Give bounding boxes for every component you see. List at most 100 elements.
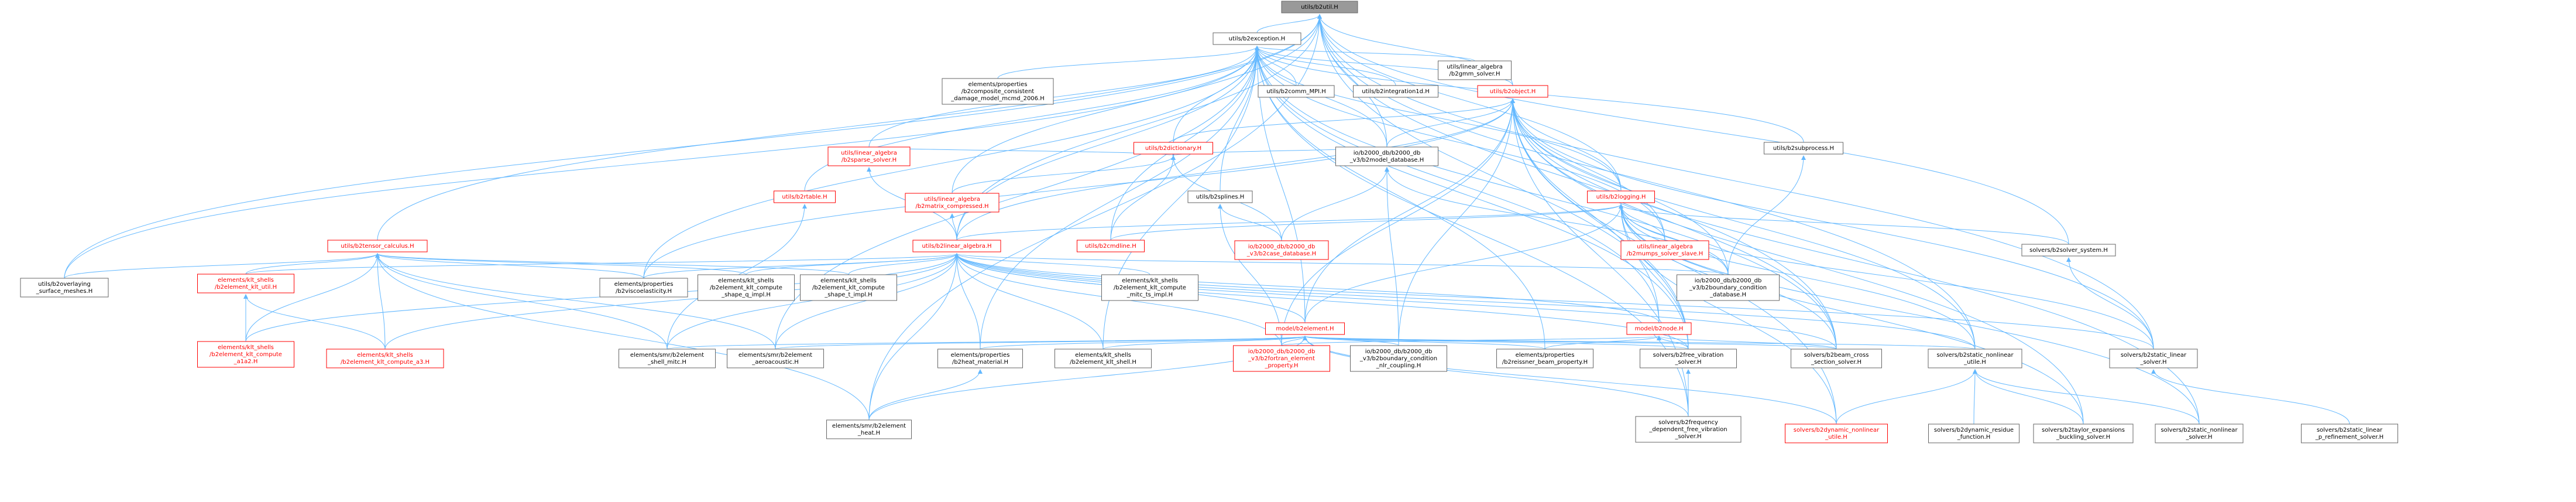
graph-node[interactable]: solvers/b2static_linear_p_refinement_sol… (2301, 424, 2398, 443)
graph-node[interactable]: utils/b2integration1d.H (1353, 85, 1438, 98)
node-label[interactable]: utils/b2object.H (1490, 88, 1536, 95)
node-label[interactable]: _v3/b2boundary_condition (1689, 285, 1767, 291)
node-label[interactable]: utils/b2splines.H (1196, 194, 1245, 200)
node-label[interactable]: utils/linear_algebra (1637, 244, 1693, 250)
node-label[interactable]: _mitc_ts_impl.H (1126, 292, 1173, 298)
graph-node[interactable]: elements/klt_shells/b2element_klt_comput… (800, 274, 897, 301)
node-box[interactable] (20, 278, 109, 298)
graph-node[interactable]: elements/klt_shells/b2element_klt_util.H (197, 274, 294, 293)
node-box[interactable] (826, 419, 912, 439)
node-label[interactable]: /b2element_klt_compute (1114, 285, 1186, 291)
node-label[interactable]: _heat.H (857, 430, 880, 436)
node-label[interactable]: solvers/b2taylor_expansions (2042, 427, 2125, 433)
node-label[interactable]: utils/b2logging.H (1596, 194, 1646, 200)
graph-node[interactable]: solvers/b2free_vibration_solver.H (1640, 349, 1737, 368)
node-label[interactable]: /b2heat_material.H (952, 359, 1008, 366)
node-box[interactable] (800, 274, 897, 301)
graph-node[interactable]: io/b2000_db/b2000_db_v3/b2fortran_elemen… (1233, 345, 1330, 372)
node-box[interactable] (326, 349, 444, 368)
node-label[interactable]: utils/b2linear_algebra.H (922, 243, 991, 250)
node-label[interactable]: io/b2000_db/b2000_db (1365, 349, 1433, 355)
node-box[interactable] (1635, 416, 1742, 443)
node-box[interactable] (827, 146, 911, 166)
node-box[interactable] (1134, 142, 1213, 155)
graph-node[interactable]: utils/b2exception.H (1213, 32, 1301, 45)
graph-node[interactable]: solvers/b2solver_system.H (2021, 244, 2116, 257)
node-box[interactable] (2033, 424, 2134, 443)
node-box[interactable] (774, 190, 836, 203)
graph-node[interactable]: utils/b2util.H (1281, 1, 1358, 13)
node-box[interactable] (1764, 142, 1843, 155)
node-label[interactable]: elements/klt_shells (718, 278, 774, 284)
node-box[interactable] (1438, 60, 1512, 80)
node-label[interactable]: solvers/b2static_linear (2317, 427, 2383, 433)
graph-node[interactable]: utils/linear_algebra/b2gmm_solver.H (1438, 60, 1512, 80)
node-label[interactable]: _utile.H (1825, 434, 1847, 440)
node-label[interactable]: /b2viscoelasticity.H (616, 288, 672, 295)
node-label[interactable]: elements/properties (968, 81, 1028, 88)
node-label[interactable]: solvers/b2solver_system.H (2029, 247, 2108, 254)
node-label[interactable]: /b2reissner_beam_property.H (1502, 359, 1588, 366)
node-label[interactable]: _solver.H (2185, 434, 2212, 440)
node-label[interactable]: elements/properties (1516, 352, 1575, 358)
node-box[interactable] (1258, 85, 1335, 98)
node-label[interactable]: elements/properties (951, 352, 1010, 358)
node-box[interactable] (1233, 345, 1330, 372)
node-label[interactable]: solvers/b2beam_cross (1804, 352, 1869, 358)
graph-node[interactable]: model/b2node.H (1626, 322, 1692, 335)
graph-node[interactable]: io/b2000_db/b2000_db_v3/b2boundary_condi… (1677, 274, 1780, 301)
node-label[interactable]: elements/klt_shells (820, 278, 877, 284)
node-label[interactable]: solvers/b2static_linear (2121, 352, 2187, 358)
node-label[interactable]: /b2mumps_solver_slave.H (1627, 251, 1703, 257)
node-label[interactable]: elements/smr/b2element (739, 352, 812, 358)
node-label[interactable]: io/b2000_db/b2000_db (1248, 349, 1316, 355)
node-label[interactable]: _v3/b2case_database.H (1246, 251, 1316, 257)
graph-node[interactable]: solvers/b2dynamic_nonlinear_utile.H (1785, 424, 1888, 443)
node-label[interactable]: model/b2node.H (1635, 326, 1684, 332)
node-box[interactable] (1928, 424, 2019, 443)
node-label[interactable]: /b2composite_consistent (961, 88, 1035, 95)
node-label[interactable]: solvers/b2frequency (1658, 419, 1718, 426)
node-label[interactable]: io/b2000_db/b2000_db (1695, 278, 1762, 284)
graph-node[interactable]: solvers/b2static_nonlinear_utile.H (1928, 349, 2022, 368)
node-label[interactable]: _solver.H (2139, 359, 2166, 366)
node-label[interactable]: elements/klt_shells (218, 277, 274, 284)
node-box[interactable] (1213, 32, 1301, 45)
node-box[interactable] (197, 274, 294, 293)
node-label[interactable]: io/b2000_db/b2000_db (1248, 244, 1316, 250)
node-label[interactable]: _shape_q_impl.H (721, 292, 771, 298)
node-label[interactable]: solvers/b2dynamic_residue (1934, 427, 2014, 433)
node-label[interactable]: _a1a2.H (233, 358, 258, 365)
node-label[interactable]: solvers/b2free_vibration (1653, 352, 1724, 358)
node-label[interactable]: _shell_mitc.H (647, 359, 686, 366)
node-label[interactable]: elements/smr/b2element (832, 423, 906, 429)
node-label[interactable]: _v3/b2boundary_condition (1359, 356, 1437, 362)
node-label[interactable]: io/b2000_db/b2000_db (1354, 150, 1421, 156)
node-label[interactable]: _database.H (1709, 292, 1746, 298)
graph-node[interactable]: utils/b2object.H (1477, 85, 1548, 98)
node-box[interactable] (1477, 85, 1548, 98)
node-label[interactable]: /b2element_klt_util.H (215, 284, 277, 291)
node-box[interactable] (1620, 240, 1709, 260)
node-label[interactable]: /b2element_klt_compute (710, 285, 782, 291)
graph-node[interactable]: utils/b2comm_MPI.H (1258, 85, 1335, 98)
graph-node[interactable]: utils/b2overlaying_surface_meshes.H (20, 278, 109, 298)
node-label[interactable]: _nlr_coupling.H (1376, 363, 1421, 369)
graph-node[interactable]: elements/properties/b2viscoelasticity.H (599, 278, 688, 298)
node-box[interactable] (1785, 424, 1888, 443)
graph-node[interactable]: model/b2element.H (1265, 322, 1345, 335)
node-box[interactable] (1350, 345, 1447, 372)
graph-node[interactable]: solvers/b2frequency_dependent_free_vibra… (1635, 416, 1742, 443)
graph-node[interactable]: utils/linear_algebra/b2matrix_compressed… (905, 193, 1000, 213)
node-box[interactable] (1791, 349, 1882, 368)
node-box[interactable] (1265, 322, 1345, 335)
node-label[interactable]: elements/klt_shells (1075, 352, 1131, 358)
graph-node[interactable]: utils/b2splines.H (1187, 190, 1253, 203)
node-label[interactable]: utils/b2tensor_calculus.H (341, 243, 414, 250)
node-label[interactable]: utils/linear_algebra (924, 196, 980, 203)
node-box[interactable] (1640, 349, 1737, 368)
node-box[interactable] (599, 278, 688, 298)
node-label[interactable]: /b2element_klt_compute (812, 285, 885, 291)
node-box[interactable] (1626, 322, 1692, 335)
node-label[interactable]: _p_refinement_solver.H (2315, 434, 2383, 440)
